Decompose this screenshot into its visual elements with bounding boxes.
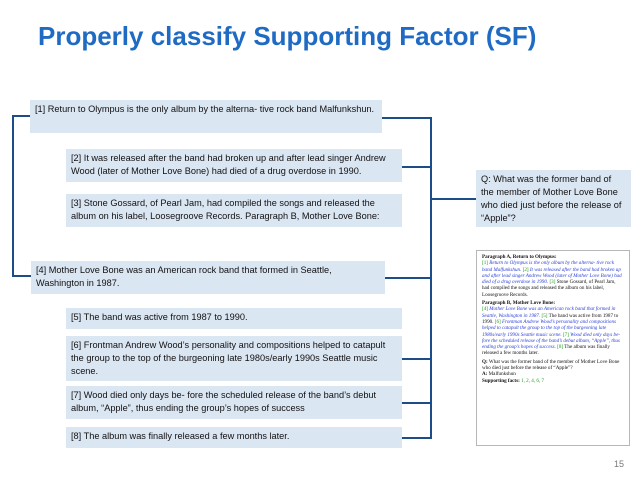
connector-7 <box>402 402 432 404</box>
left-bracket-bottom <box>12 275 31 277</box>
example-question: What was the former band of the member o… <box>482 358 620 372</box>
left-bracket-vertical <box>12 115 14 277</box>
sentence-box-1: [1] Return to Olympus is the only album … <box>30 100 382 133</box>
example-sentence-4: Mother Love Bone was an American rock ba… <box>482 306 616 319</box>
example-sentence-3: Stone Gossard, of Pearl Jam, had compile… <box>482 279 616 298</box>
question-box: Q: What was the former band of the membe… <box>476 170 631 227</box>
para-a-title: Paragraph A, Return to Olympus: <box>482 254 557 260</box>
sentence-box-6: [6] Frontman Andrew Wood’s personality a… <box>66 336 402 381</box>
connector-1 <box>382 117 432 119</box>
example-num-5: [5] <box>541 312 548 319</box>
example-num-2: [2] <box>522 266 529 273</box>
example-num-3: [3] <box>549 279 556 286</box>
example-sentence-7: Wood died only days be- fore the schedul… <box>482 331 621 351</box>
example-sentence-8: The album was finally released a few mon… <box>482 344 610 357</box>
example-answer: Malfunkshun <box>488 371 516 378</box>
example-num-7: [7] <box>562 331 569 338</box>
sentence-box-4: [4] Mother Love Bone was an American roc… <box>31 261 385 294</box>
example-excerpt: Paragraph A, Return to Olympus: [1] Retu… <box>476 250 630 446</box>
example-sentence-5: The band was active from 1987 to 1990. <box>482 312 619 325</box>
slide-title: Properly classify Supporting Factor (SF) <box>38 21 537 51</box>
example-num-4: [4] <box>482 306 488 313</box>
connector-6 <box>402 358 432 360</box>
example-a-label: A: <box>482 371 488 378</box>
connector-question <box>430 198 476 200</box>
example-sentence-6: Frontman Andrew Wood’s personality and c… <box>482 318 616 338</box>
sentence-box-2: [2] It was released after the band had b… <box>66 149 402 182</box>
example-supporting-facts: 1, 2, 4, 6, 7 <box>521 377 544 384</box>
example-sentence-2: It was released after the band had broke… <box>482 266 622 286</box>
example-sf-label: Supporting facts: <box>482 377 520 384</box>
example-q-label: Q: <box>482 358 488 365</box>
connector-8 <box>402 437 432 439</box>
connector-4 <box>385 277 432 279</box>
example-num-6: [6] <box>494 318 501 325</box>
sentence-box-3: [3] Stone Gossard, of Pearl Jam, had com… <box>66 194 402 227</box>
sentence-box-7: [7] Wood died only days be- fore the sch… <box>66 386 402 419</box>
example-num-8: [8] <box>557 344 564 351</box>
connector-2 <box>402 166 432 168</box>
para-b-title: Paragraph B, Mother Love Bone: <box>482 300 556 307</box>
example-sentence-1: Return to Olympus is the only album by t… <box>482 260 614 273</box>
example-num-1: [1] <box>482 260 488 267</box>
sentence-box-5: [5] The band was active from 1987 to 199… <box>66 308 402 329</box>
sentence-box-8: [8] The album was finally released a few… <box>66 427 402 448</box>
page-number: 15 <box>614 459 625 469</box>
left-bracket-top <box>12 115 30 117</box>
